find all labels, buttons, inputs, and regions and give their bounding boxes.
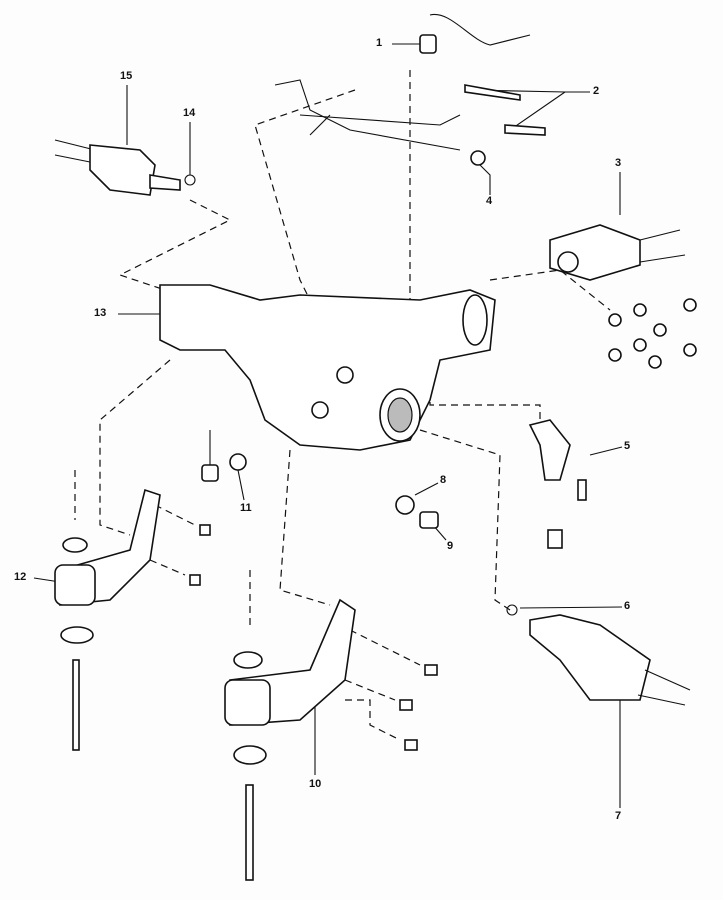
drain-plug <box>201 464 219 482</box>
part-2-hoses <box>464 84 546 136</box>
callout-11: 11 <box>240 502 252 514</box>
assembly-dashed-lines <box>74 70 611 741</box>
part-6-snap-ring <box>506 604 518 616</box>
callout-6: 6 <box>624 600 631 612</box>
callout-12: 12 <box>14 571 27 583</box>
callout-8: 8 <box>440 474 447 486</box>
wiring-harness <box>274 79 461 151</box>
part-10-mount <box>224 598 438 881</box>
callout-10: 10 <box>309 778 322 790</box>
callout-5: 5 <box>624 440 631 452</box>
flange-bolts-and-nuts <box>608 298 697 369</box>
part-12-mount <box>54 488 211 751</box>
callout-3: 3 <box>615 157 622 169</box>
callout-2: 2 <box>593 85 600 97</box>
part-8-bushing <box>395 495 415 515</box>
part-15-drive-shaft <box>54 139 181 196</box>
callout-4: 4 <box>486 195 493 207</box>
part-4-clamp <box>470 150 486 166</box>
callout-13: 13 <box>94 307 107 319</box>
callout-14: 14 <box>183 107 196 119</box>
part-5-bracket <box>528 419 587 549</box>
part-14-snap-ring <box>184 174 196 186</box>
callout-1: 1 <box>376 37 383 49</box>
callout-7: 7 <box>615 810 622 822</box>
part-1-sensor <box>419 13 531 54</box>
callout-9: 9 <box>447 540 454 552</box>
part-9-plug <box>419 511 439 529</box>
part-7-drive-shaft <box>529 614 691 706</box>
part-13-differential-carrier <box>159 284 496 451</box>
leader-lines <box>33 43 623 808</box>
part-11-bushing <box>229 453 247 471</box>
callout-15: 15 <box>120 70 133 82</box>
part-3-propeller-shaft-flange <box>549 224 686 281</box>
